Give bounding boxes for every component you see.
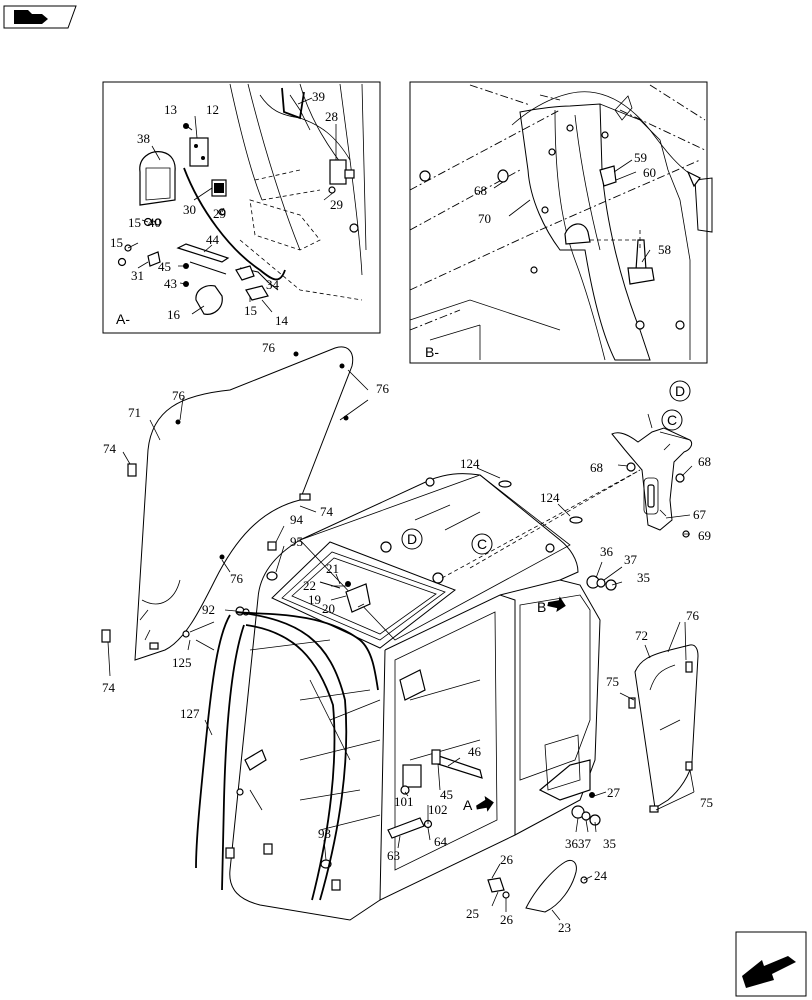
detail-view-a <box>102 81 381 334</box>
callout-d: D D <box>401 380 691 550</box>
callout-number: 44 <box>206 232 220 247</box>
detail-view-b <box>409 81 713 364</box>
svg-text:C: C <box>477 536 487 552</box>
callout-number: 29 <box>330 197 343 212</box>
callout-number: 92 <box>202 602 215 617</box>
callout-number: 75 <box>700 795 713 810</box>
callout-number: 13 <box>164 102 177 117</box>
view-arrow-b-icon <box>547 596 566 613</box>
callout-number: 67 <box>693 507 707 522</box>
arrow-a-label: A <box>463 797 473 813</box>
callout-number: 74 <box>103 441 117 456</box>
callout-number: 21 <box>326 561 339 576</box>
previous-page-icon[interactable] <box>3 5 77 29</box>
svg-text:D: D <box>675 383 685 399</box>
next-page-icon[interactable] <box>735 931 807 997</box>
callout-number: 93 <box>318 826 331 841</box>
cover-panel-23 <box>487 859 588 913</box>
callout-number: 26 <box>500 912 514 927</box>
callout-number: 46 <box>468 744 482 759</box>
callout-number: 34 <box>266 277 280 292</box>
callout-number: 124 <box>540 490 560 505</box>
cab-assembly <box>101 346 617 921</box>
callout-number: 26 <box>500 852 514 867</box>
callout-number: 124 <box>460 456 480 471</box>
callout-number: 69 <box>698 528 711 543</box>
callout-c: C C <box>471 409 683 555</box>
callout-number: 22 <box>303 578 316 593</box>
callout-number: 27 <box>607 785 621 800</box>
view-b-label: B- <box>425 344 439 360</box>
callout-number: 76 <box>230 571 244 586</box>
callout-number: 30 <box>183 202 196 217</box>
callout-number: 19 <box>308 592 321 607</box>
callout-number: 74 <box>320 504 334 519</box>
callout-number: 45 <box>440 787 453 802</box>
callout-number: 43 <box>164 276 177 291</box>
callout-number: 59 <box>634 150 647 165</box>
callout-number: 25 <box>466 906 479 921</box>
callout-number: 58 <box>658 242 671 257</box>
svg-text:C: C <box>667 412 677 428</box>
callout-number: 14 <box>275 313 289 328</box>
callout-number: 28 <box>325 109 338 124</box>
svg-text:D: D <box>407 531 417 547</box>
callout-number: 24 <box>594 868 608 883</box>
callout-number: 60 <box>643 165 656 180</box>
view-labels: A- B- D D C C A B <box>116 311 691 813</box>
callout-number: 76 <box>686 608 700 623</box>
callout-number: 29 <box>213 206 226 221</box>
view-a-label: A- <box>116 311 130 327</box>
callout-number: 102 <box>428 802 448 817</box>
callout-number: 68 <box>590 460 603 475</box>
leader-lines <box>107 369 695 921</box>
callout-number: 76 <box>376 381 390 396</box>
callout-number: 37 <box>578 836 592 851</box>
callout-number: 15 <box>128 215 141 230</box>
callout-number: 38 <box>137 131 150 146</box>
callout-number: 127 <box>180 706 200 721</box>
view-arrow-a-icon <box>476 795 494 812</box>
callout-number: 72 <box>635 628 648 643</box>
callout-number: 31 <box>131 268 144 283</box>
callout-number: 40 <box>148 215 161 230</box>
callout-number: 74 <box>102 680 116 695</box>
callout-number: 68 <box>474 183 487 198</box>
callout-number: 35 <box>637 570 650 585</box>
callout-number: 35 <box>603 836 616 851</box>
callout-number: 23 <box>558 920 571 935</box>
callout-number: 36 <box>565 836 579 851</box>
callout-number: 12 <box>206 102 219 117</box>
callout-number: 15 <box>244 303 257 318</box>
callout-number: 45 <box>158 259 171 274</box>
callout-number: 64 <box>434 834 448 849</box>
pillar-cover-67 <box>611 427 693 538</box>
callout-number: 71 <box>128 405 141 420</box>
callout-number: 94 <box>290 512 304 527</box>
arrow-b-label: B <box>537 599 546 615</box>
callout-number: 37 <box>624 552 638 567</box>
callout-number: 75 <box>606 674 619 689</box>
callout-number: 63 <box>387 848 400 863</box>
callout-number: 125 <box>172 655 192 670</box>
callout-number: 95 <box>290 534 303 549</box>
callout-number: 68 <box>698 454 711 469</box>
callout-number: 16 <box>167 307 181 322</box>
callout-number: 36 <box>600 544 614 559</box>
callout-number: 15 <box>110 235 123 250</box>
callout-numbers: 13 12 39 38 28 15 40 30 29 29 15 44 31 4… <box>102 89 713 935</box>
callout-number: 76 <box>172 388 186 403</box>
callout-number: 70 <box>478 211 491 226</box>
callout-number: 76 <box>262 340 276 355</box>
callout-number: 101 <box>394 794 414 809</box>
callout-number: 20 <box>322 601 335 616</box>
callout-number: 39 <box>312 89 325 104</box>
rear-window-72 <box>628 644 699 813</box>
